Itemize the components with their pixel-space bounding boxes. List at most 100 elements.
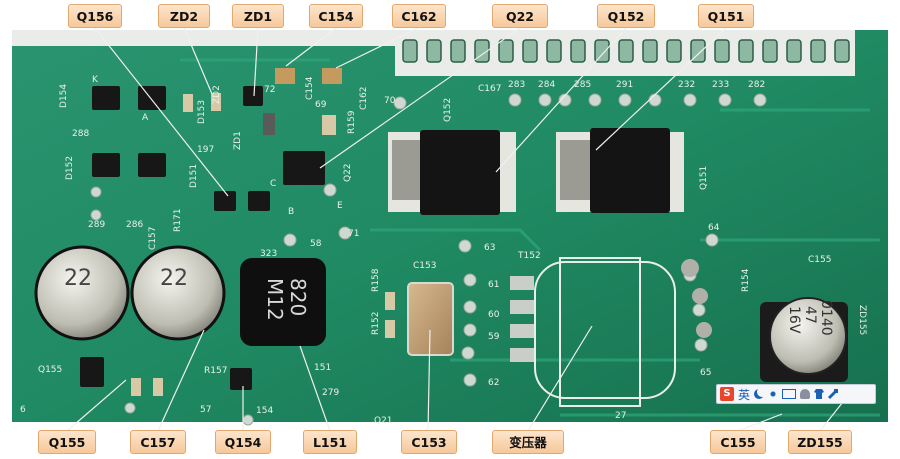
svg-text:59: 59 bbox=[488, 332, 500, 342]
svg-text:64: 64 bbox=[708, 223, 720, 233]
silkscreen-labels: K D154 A 288 D153 ZD2 72 C154 69 R159 C1… bbox=[20, 75, 867, 426]
header-pins bbox=[402, 39, 850, 63]
svg-text:Q22: Q22 bbox=[343, 163, 353, 182]
svg-text:K: K bbox=[92, 75, 99, 85]
svg-text:151: 151 bbox=[314, 363, 331, 373]
callout-c155: C155 bbox=[710, 430, 766, 454]
svg-text:D153: D153 bbox=[197, 100, 207, 124]
keyboard-icon[interactable] bbox=[782, 389, 797, 399]
svg-text:Q152: Q152 bbox=[443, 98, 453, 122]
ime-logo-icon[interactable]: S bbox=[720, 387, 734, 401]
wrench-icon[interactable] bbox=[828, 389, 839, 399]
svg-text:C157: C157 bbox=[148, 227, 158, 250]
svg-text:65: 65 bbox=[700, 368, 711, 378]
svg-text:E: E bbox=[337, 201, 343, 211]
svg-text:C162: C162 bbox=[359, 87, 369, 110]
transformer-pads bbox=[510, 276, 534, 362]
callout-c153: C153 bbox=[401, 430, 457, 454]
vias bbox=[90, 93, 767, 426]
board-white-edge bbox=[12, 30, 437, 46]
svg-text:232: 232 bbox=[678, 80, 695, 90]
svg-text:R158: R158 bbox=[371, 268, 381, 292]
cap-c155a-text: 22 bbox=[64, 266, 92, 291]
svg-text:R152: R152 bbox=[371, 312, 381, 335]
svg-text:R157: R157 bbox=[204, 366, 227, 376]
callout-q152: Q152 bbox=[597, 4, 655, 28]
svg-text:Q155: Q155 bbox=[38, 365, 62, 375]
svg-text:A: A bbox=[142, 113, 149, 123]
svg-text:47: 47 bbox=[802, 306, 818, 324]
svg-text:6: 6 bbox=[20, 405, 26, 415]
callout-l151: L151 bbox=[303, 430, 357, 454]
inductor-l151: 820 M12 bbox=[240, 258, 326, 346]
svg-text:ZD2: ZD2 bbox=[212, 85, 222, 104]
svg-text:197: 197 bbox=[197, 145, 214, 155]
svg-text:Q21: Q21 bbox=[374, 416, 393, 426]
svg-text:233: 233 bbox=[712, 80, 729, 90]
svg-text:285: 285 bbox=[574, 80, 591, 90]
callout-zd2: ZD2 bbox=[158, 4, 210, 28]
svg-text:71: 71 bbox=[348, 229, 359, 239]
traces bbox=[180, 58, 880, 417]
svg-text:Q151: Q151 bbox=[699, 166, 709, 190]
svg-text:283: 283 bbox=[508, 80, 525, 90]
callout-transformer: 变压器 bbox=[492, 430, 564, 454]
callout-c157: C157 bbox=[130, 430, 186, 454]
svg-text:282: 282 bbox=[748, 80, 765, 90]
svg-text:B: B bbox=[288, 207, 294, 217]
callout-c154: C154 bbox=[309, 4, 363, 28]
svg-text:58: 58 bbox=[310, 239, 322, 249]
ime-toolbar[interactable]: S 英 bbox=[716, 384, 876, 404]
svg-text:69: 69 bbox=[315, 100, 327, 110]
svg-text:70: 70 bbox=[384, 96, 396, 106]
cap-c153 bbox=[407, 282, 454, 356]
svg-text:C167: C167 bbox=[478, 84, 501, 94]
svg-text:61: 61 bbox=[488, 280, 499, 290]
svg-text:291: 291 bbox=[616, 80, 633, 90]
callout-q156: Q156 bbox=[68, 4, 122, 28]
cap-c155-left: 22 bbox=[34, 245, 130, 341]
svg-text:57: 57 bbox=[200, 405, 211, 415]
svg-text:27: 27 bbox=[615, 411, 626, 421]
mosfet-q151 bbox=[556, 128, 684, 213]
mosfet-q152 bbox=[388, 130, 516, 215]
svg-text:16V: 16V bbox=[786, 306, 802, 334]
svg-text:63: 63 bbox=[484, 243, 495, 253]
svg-text:284: 284 bbox=[538, 80, 555, 90]
svg-text:ZD155: ZD155 bbox=[857, 305, 867, 335]
shirt-icon[interactable] bbox=[814, 389, 825, 399]
cap-c157-text: 22 bbox=[160, 266, 188, 291]
svg-text:ZD1: ZD1 bbox=[233, 131, 243, 150]
user-icon[interactable] bbox=[800, 389, 811, 399]
svg-text:D154: D154 bbox=[59, 84, 69, 108]
cap-c155-right: 0140 47 16V bbox=[760, 297, 848, 382]
moon-icon[interactable] bbox=[754, 389, 764, 399]
svg-text:0140: 0140 bbox=[818, 300, 834, 336]
callout-q155: Q155 bbox=[38, 430, 96, 454]
svg-text:C153: C153 bbox=[413, 261, 436, 271]
ime-language-toggle[interactable]: 英 bbox=[738, 387, 751, 402]
svg-text:D152: D152 bbox=[65, 156, 75, 180]
svg-text:60: 60 bbox=[488, 310, 500, 320]
callout-q154: Q154 bbox=[215, 430, 271, 454]
svg-text:288: 288 bbox=[72, 129, 89, 139]
punctuation-icon[interactable] bbox=[768, 389, 779, 399]
svg-text:R154: R154 bbox=[741, 268, 751, 292]
callout-zd155: ZD155 bbox=[788, 430, 852, 454]
smd-passives bbox=[131, 68, 395, 396]
cap-c157: 22 bbox=[130, 245, 226, 341]
svg-text:323: 323 bbox=[260, 249, 277, 259]
solder-blobs bbox=[681, 259, 712, 338]
svg-text:R171: R171 bbox=[173, 209, 183, 232]
svg-text:D151: D151 bbox=[189, 164, 199, 188]
svg-text:M12: M12 bbox=[263, 278, 287, 321]
svg-text:820: 820 bbox=[286, 278, 310, 316]
callout-q151: Q151 bbox=[698, 4, 754, 28]
transformer-t152 bbox=[534, 257, 676, 407]
svg-text:286: 286 bbox=[126, 220, 143, 230]
svg-text:T152: T152 bbox=[517, 251, 541, 261]
svg-text:R159: R159 bbox=[347, 110, 357, 134]
svg-text:C154: C154 bbox=[305, 76, 315, 100]
svg-text:289: 289 bbox=[88, 220, 105, 230]
